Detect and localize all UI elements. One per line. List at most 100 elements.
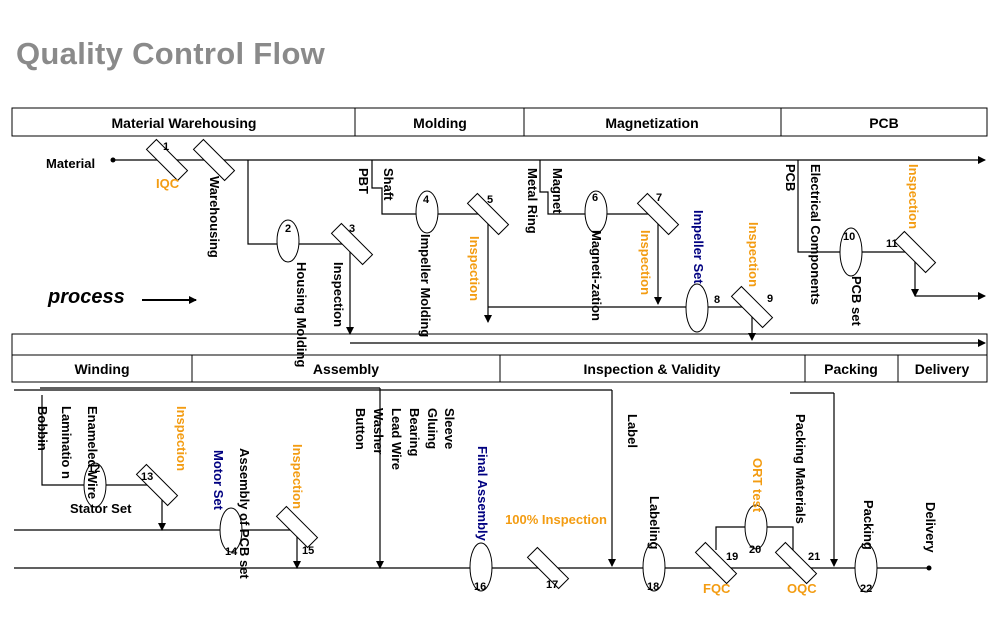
step-number: 12 <box>88 463 100 475</box>
process-oval-16 <box>469 542 493 592</box>
inspection-13-label: Inspection <box>174 406 189 471</box>
assembly-pcb-label: Assembly of PCB set <box>237 448 252 579</box>
packing-materials-label: Packing Materials <box>793 414 808 524</box>
header-magnetization: Magnetization <box>605 115 698 131</box>
header-delivery: Delivery <box>915 361 970 377</box>
step-number: 4 <box>423 194 430 206</box>
process-oval-14 <box>219 507 243 553</box>
header-assembly: Assembly <box>313 361 379 377</box>
final-assembly-label: Final Assembly <box>475 446 490 542</box>
lamination-label: Laminatio n <box>59 406 74 479</box>
step-number: 22 <box>860 583 872 595</box>
oqc-label: OQC <box>787 581 817 596</box>
header-row-bottom: Winding Assembly Inspection & Validity P… <box>11 333 988 383</box>
process-oval-10 <box>839 227 863 277</box>
enameled-wire-label: Enameled Wire <box>85 406 100 499</box>
ort-test-label: ORT test <box>750 458 765 513</box>
button-label: Button <box>353 408 368 450</box>
electrical-components-label: Electrical Components <box>808 164 823 305</box>
inspection-box-13 <box>135 463 179 507</box>
packing-label: Packing <box>861 500 876 550</box>
motor-set-label: Motor Set <box>211 450 226 511</box>
inspection-7-label: Inspection <box>638 230 653 295</box>
iqc-label: IQC <box>156 176 180 191</box>
sleeve-label: Sleeve <box>442 408 457 449</box>
process-oval-20 <box>744 504 768 550</box>
inspection-100-label: 100% Inspection <box>505 512 607 527</box>
step-number: 5 <box>487 194 493 206</box>
step-number: 17 <box>546 579 558 591</box>
step-number: 1 <box>163 141 169 153</box>
step-number: 13 <box>141 471 153 483</box>
page-title: Quality Control Flow <box>16 36 326 71</box>
inspection-box-7 <box>636 192 680 236</box>
header-winding: Winding <box>74 361 129 377</box>
header-molding: Molding <box>413 115 467 131</box>
inspection-box-11 <box>893 230 937 274</box>
process-oval-22 <box>854 543 878 593</box>
process-oval-8 <box>685 283 709 333</box>
warehouse-box <box>192 138 236 182</box>
inspection-box-9 <box>730 285 774 329</box>
bearing-label: Bearing <box>407 408 422 456</box>
metal-ring-label: Metal Ring <box>525 168 540 234</box>
step-number: 21 <box>808 551 820 563</box>
pcb-set-label: PCB set <box>849 276 864 327</box>
step-number: 6 <box>592 192 598 204</box>
magnetization-label: Magneti-zation <box>589 230 604 321</box>
impeller-set-label: Impeller Set <box>691 210 706 284</box>
step-number: 20 <box>749 544 761 556</box>
process-label: process <box>48 286 125 308</box>
inspection-9-label: Inspection <box>746 222 761 287</box>
step-number: 2 <box>285 223 291 235</box>
lead-wire-label: Lead Wire <box>389 408 404 470</box>
inspection-11-label: Inspection <box>906 164 921 229</box>
step-number: 16 <box>474 581 486 593</box>
washer-label: Washer <box>371 408 386 454</box>
step-number: 7 <box>656 192 662 204</box>
inspection-box-5 <box>466 192 510 236</box>
header-pcb: PCB <box>869 115 899 131</box>
label-label: Label <box>625 414 640 448</box>
inspection-100-line: 100% Inspection <box>505 512 607 527</box>
step-number: 15 <box>302 545 314 557</box>
process-oval-6 <box>584 190 608 234</box>
step-number: 19 <box>726 551 738 563</box>
step-number: 10 <box>843 231 855 243</box>
gluing-label: Gluing <box>425 408 440 449</box>
inspection-box-15 <box>275 505 319 549</box>
labeling-label: Labeling <box>647 496 662 550</box>
pcb-label: PCB <box>783 164 798 191</box>
step-number: 18 <box>647 581 659 593</box>
step-number: 3 <box>349 223 355 235</box>
step-number: 14 <box>225 546 238 558</box>
header-material-warehousing: Material Warehousing <box>112 115 257 131</box>
housing-molding-label: Housing Molding <box>294 262 309 367</box>
shaft-label: Shaft <box>381 168 396 201</box>
header-row-top: Material Warehousing Molding Magnetizati… <box>11 107 988 137</box>
delivery-label: Delivery <box>923 502 938 553</box>
header-inspection-validity: Inspection & Validity <box>584 361 721 377</box>
inspection-3-label: Inspection <box>331 262 346 327</box>
inspection-15-label: Inspection <box>290 444 305 509</box>
bobbin-label: Bobbin <box>35 406 50 451</box>
inspection-box-19 <box>694 541 738 585</box>
impeller-molding-label: Impeller Molding <box>418 234 433 337</box>
inspection-box-3 <box>330 222 374 266</box>
inspection-box-21 <box>774 541 818 585</box>
step-number: 9 <box>767 293 773 305</box>
material-dot <box>110 157 116 163</box>
warehousing-label: Warehousing <box>207 176 222 258</box>
header-packing: Packing <box>824 361 878 377</box>
stator-set-label: Stator Set <box>70 501 132 516</box>
process-oval-4 <box>415 190 439 234</box>
process-oval-12 <box>83 462 107 508</box>
inspection-box-1 <box>145 138 189 182</box>
step-number: 8 <box>714 294 720 306</box>
process-oval-2 <box>276 219 300 263</box>
step-number: 11 <box>886 238 898 250</box>
fqc-label: FQC <box>703 581 731 596</box>
inspection-box-17 <box>526 546 570 590</box>
inspection-5-label: Inspection <box>467 236 482 301</box>
